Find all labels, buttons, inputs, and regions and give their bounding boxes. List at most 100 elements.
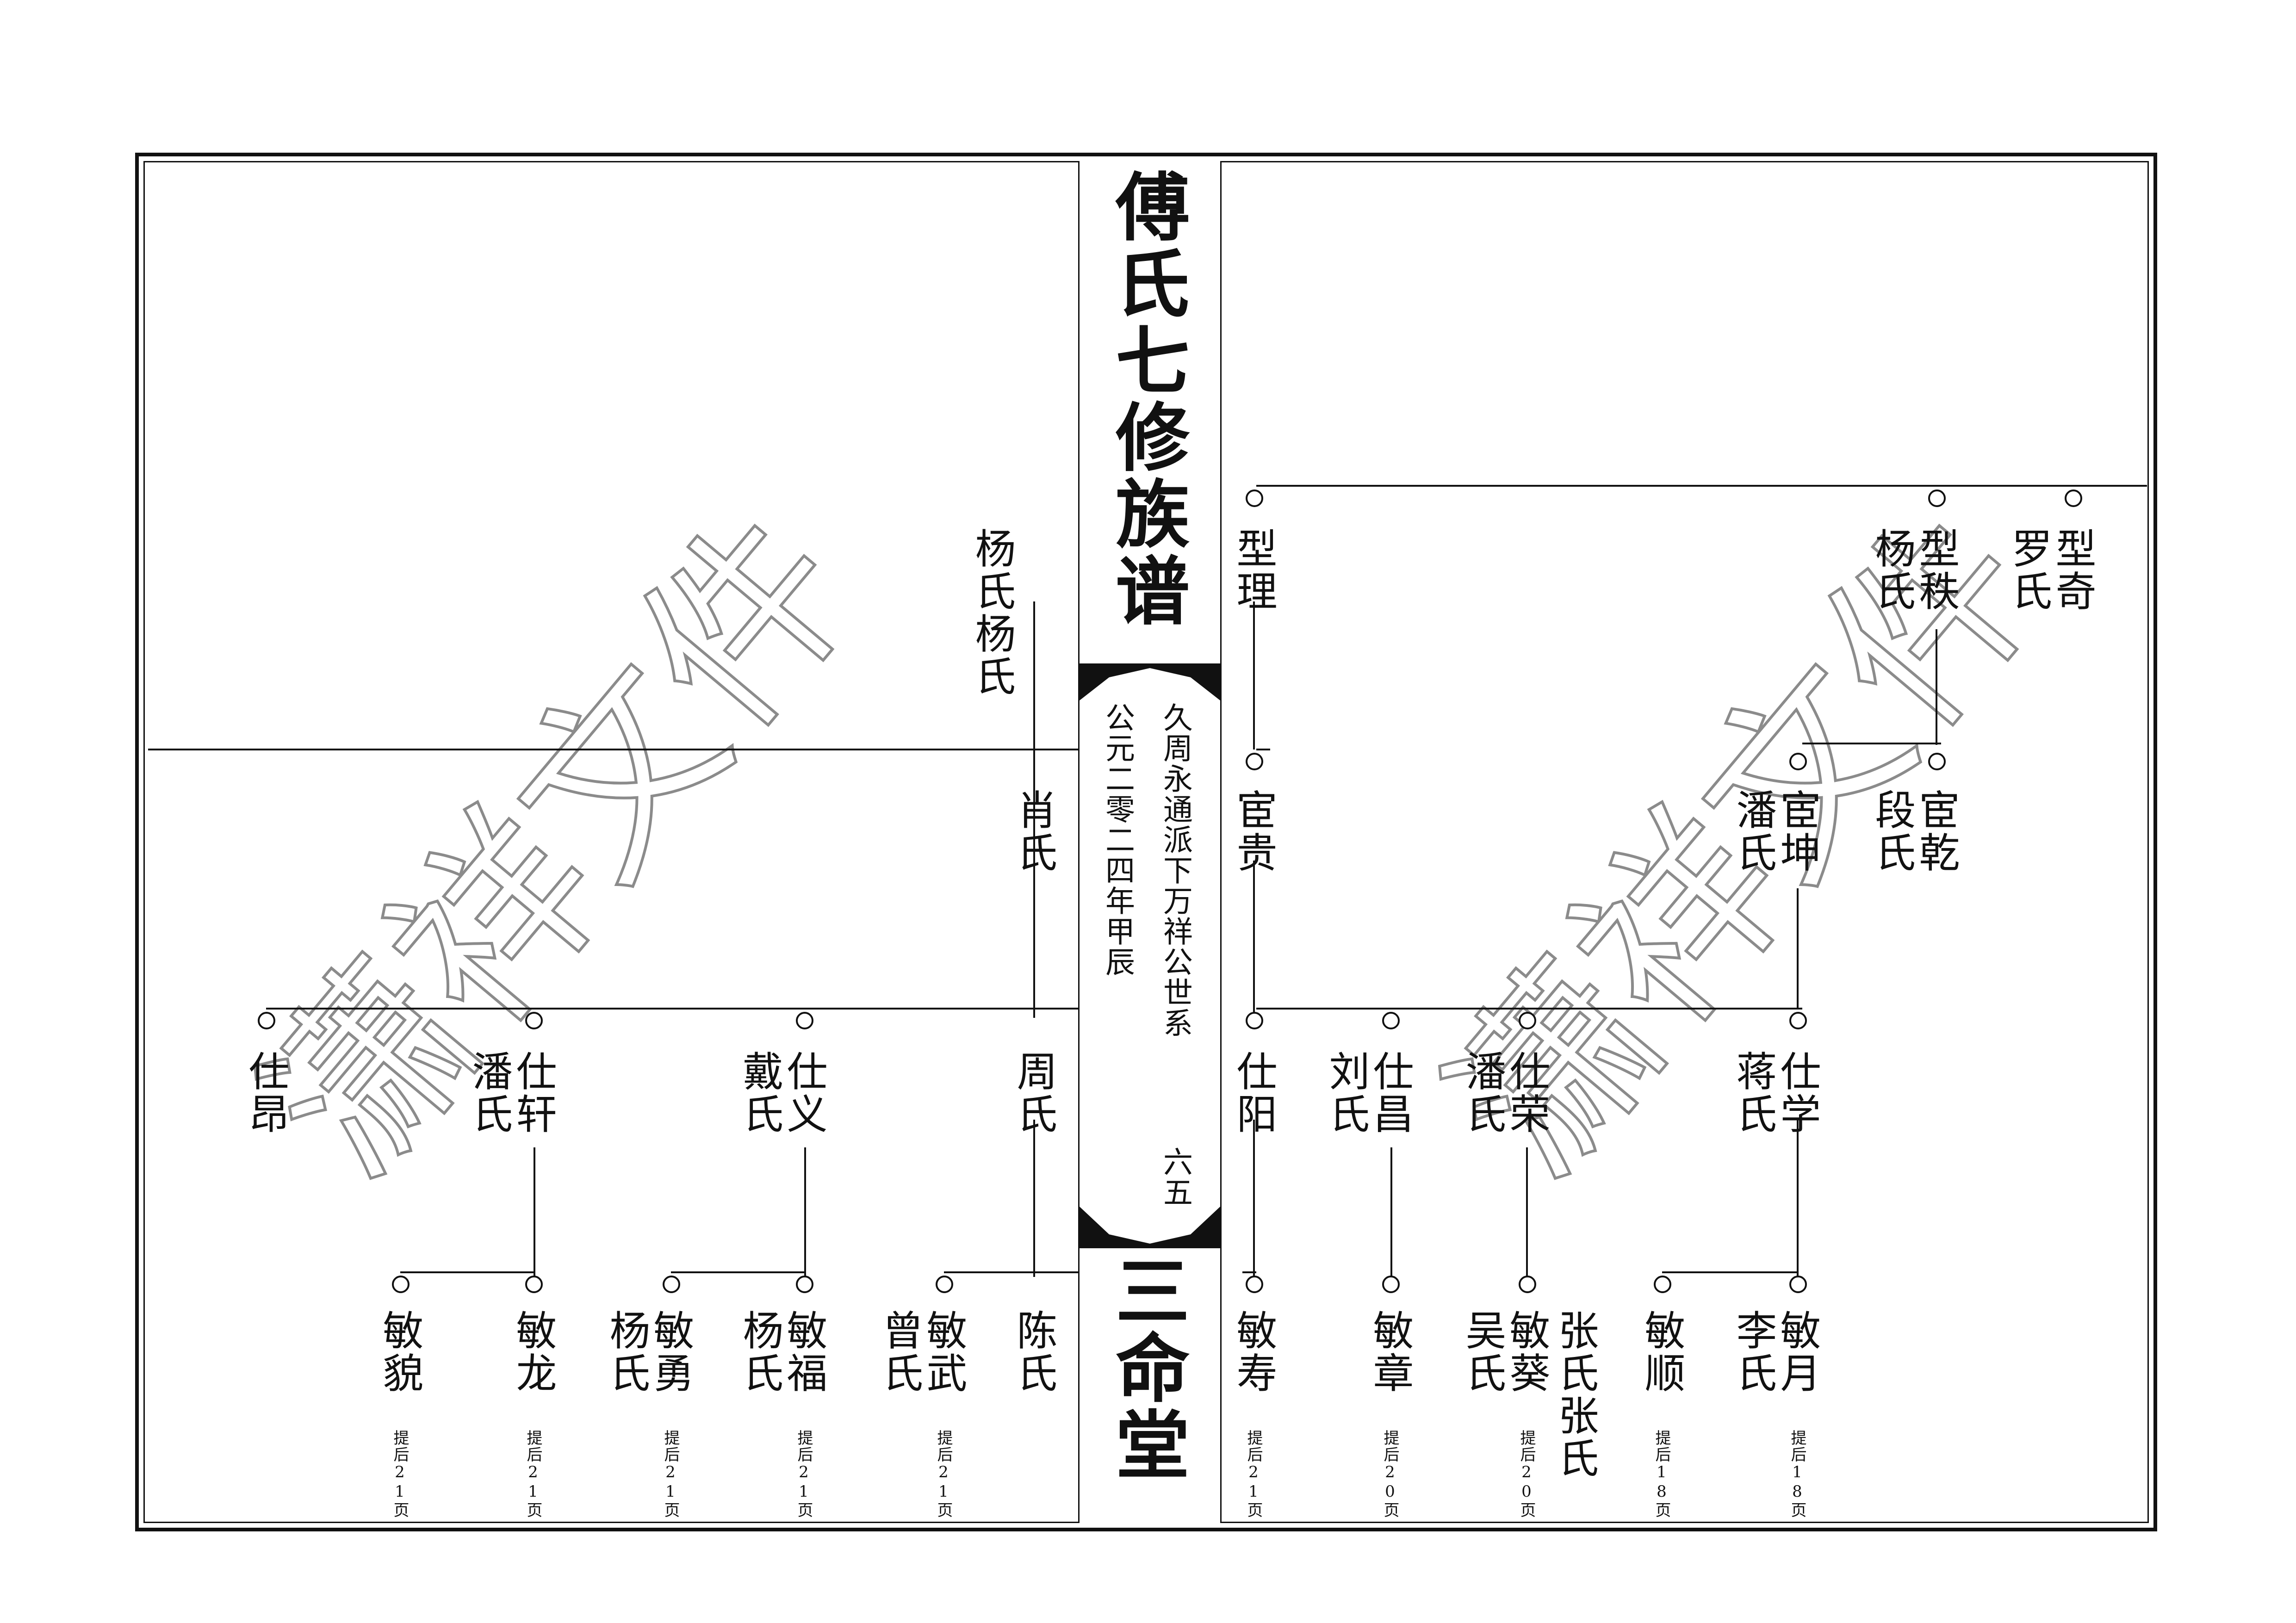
node: [1654, 1276, 1671, 1293]
spine-ornament-top: [1080, 663, 1220, 700]
person-name: 敏勇: [647, 1309, 695, 1394]
person-name: 仕阳: [1230, 1050, 1278, 1135]
gen3-stem-a: [1253, 1120, 1255, 1277]
page-ref-note: 提后21页: [794, 1430, 813, 1518]
node: [1789, 1276, 1807, 1293]
spouse-name: 张氏张氏: [1551, 1309, 1599, 1480]
person-name: 敏寿: [1230, 1309, 1278, 1394]
page-ref-note: 提后21页: [934, 1430, 953, 1518]
node: [1246, 1276, 1263, 1293]
node: [1789, 1012, 1807, 1029]
node: [1382, 1012, 1400, 1029]
spouse-name: 杨氏: [1868, 527, 1916, 613]
gen3-bar: [1256, 1008, 1802, 1010]
spouse-name: 蒋氏: [1730, 1050, 1777, 1135]
person-name: 宦乾: [1912, 789, 1960, 874]
node: [1246, 1012, 1263, 1029]
node: [1519, 1276, 1536, 1293]
node: [796, 1276, 813, 1293]
gen2-stem-b: [1797, 888, 1799, 1010]
gen3-stem-b: [1390, 1147, 1392, 1277]
left-bar-gen4-b: [671, 1271, 805, 1273]
spine-ornament-bottom: [1080, 1207, 1220, 1248]
person-name: 敏貌: [376, 1309, 424, 1394]
node: [796, 1012, 813, 1029]
node: [2065, 489, 2082, 507]
outer-border: [135, 153, 2157, 1531]
person-name: 仕荣: [1503, 1050, 1551, 1135]
spouse-name: 周氏: [1010, 1050, 1058, 1135]
gen2-link-a: [1256, 749, 1270, 750]
gen4-link-a: [1242, 1271, 1256, 1273]
spouse-name: 潘氏: [1730, 789, 1777, 874]
spouse-name: 潘氏: [1459, 1050, 1507, 1135]
person-name: 敏顺: [1638, 1309, 1686, 1394]
node: [392, 1276, 410, 1293]
spouse-name: 刘氏: [1322, 1050, 1370, 1135]
spouse-name: 潘氏: [465, 1050, 513, 1135]
left-bar-gen4-a: [944, 1271, 1078, 1273]
person-name: 型秩: [1912, 527, 1960, 613]
left-spine-stem-lower: [1033, 1120, 1035, 1277]
gen1-bar: [1256, 485, 2147, 487]
node: [1928, 489, 1946, 507]
spouse-name: 杨氏杨氏: [968, 527, 1016, 698]
left-spine-stem-upper: [1033, 601, 1035, 1018]
node: [258, 1012, 275, 1029]
node: [1789, 753, 1807, 770]
spouse-name: 杨氏: [603, 1309, 651, 1394]
page-ref-note: 提后21页: [1244, 1430, 1263, 1518]
page-ref-note: 提后18页: [1652, 1430, 1671, 1518]
book-title: 傅氏七修族谱: [1103, 168, 1190, 629]
book-spine: 傅氏七修族谱 久周永通派下万祥公世系 公元二零二四年甲辰 六五 三命堂: [1078, 161, 1222, 1523]
person-name: 仕学: [1774, 1050, 1821, 1135]
person-name: 仕轩: [509, 1050, 557, 1135]
hall-name: 三命堂: [1103, 1253, 1190, 1483]
page-ref-note: 提后18页: [1788, 1430, 1806, 1518]
spouse-name: 罗氏: [2005, 527, 2053, 613]
person-name: 敏章: [1366, 1309, 1414, 1394]
page-ref-note: 提后21页: [661, 1430, 680, 1518]
node: [1246, 753, 1263, 770]
spouse-name: 陈氏: [1010, 1309, 1058, 1394]
page-number: 六五: [1158, 1146, 1192, 1208]
person-name: 敏月: [1774, 1309, 1821, 1394]
person-name: 敏龙: [509, 1309, 557, 1394]
gen2-stem-a: [1253, 861, 1255, 1013]
person-name: 型奇: [2049, 527, 2097, 613]
person-name: 宦贵: [1230, 789, 1278, 874]
person-name: 敏武: [920, 1309, 968, 1394]
node: [1928, 753, 1946, 770]
spouse-name: 肖氏: [1010, 789, 1058, 874]
spouse-name: 段氏: [1868, 789, 1916, 874]
person-name: 宦坤: [1774, 789, 1821, 874]
person-name: 仕昂: [242, 1050, 290, 1135]
left-bar-gen2: [148, 749, 1078, 750]
left-bar-gen4-c: [400, 1271, 534, 1273]
lineage-text: 久周永通派下万祥公世系: [1158, 702, 1192, 1038]
spouse-name: 吴氏: [1459, 1309, 1507, 1394]
left-stem-yi: [804, 1147, 806, 1277]
gen3-stem-c: [1526, 1147, 1528, 1277]
node: [1519, 1012, 1536, 1029]
gen3-stem-d: [1797, 1120, 1799, 1277]
left-stem-xuan: [534, 1147, 535, 1277]
node: [1382, 1276, 1400, 1293]
edition-text: 公元二零二四年甲辰: [1100, 702, 1135, 977]
page-ref-note: 提后20页: [1381, 1430, 1399, 1518]
node: [525, 1276, 543, 1293]
node: [525, 1012, 543, 1029]
gen1-stem-a: [1253, 601, 1255, 750]
gen2-bar-b: [1802, 743, 1941, 744]
left-bar-gen3: [266, 1008, 1078, 1010]
page-ref-note: 提后20页: [1517, 1430, 1536, 1518]
spouse-name: 戴氏: [736, 1050, 784, 1135]
page-ref-note: 提后21页: [391, 1430, 409, 1518]
person-name: 敏福: [780, 1309, 828, 1394]
person-name: 仕昌: [1366, 1050, 1414, 1135]
page-ref-note: 提后21页: [524, 1430, 542, 1518]
gen1-stem-b: [1936, 629, 1937, 745]
spouse-name: 杨氏: [736, 1309, 784, 1394]
person-name: 型理: [1230, 527, 1278, 613]
